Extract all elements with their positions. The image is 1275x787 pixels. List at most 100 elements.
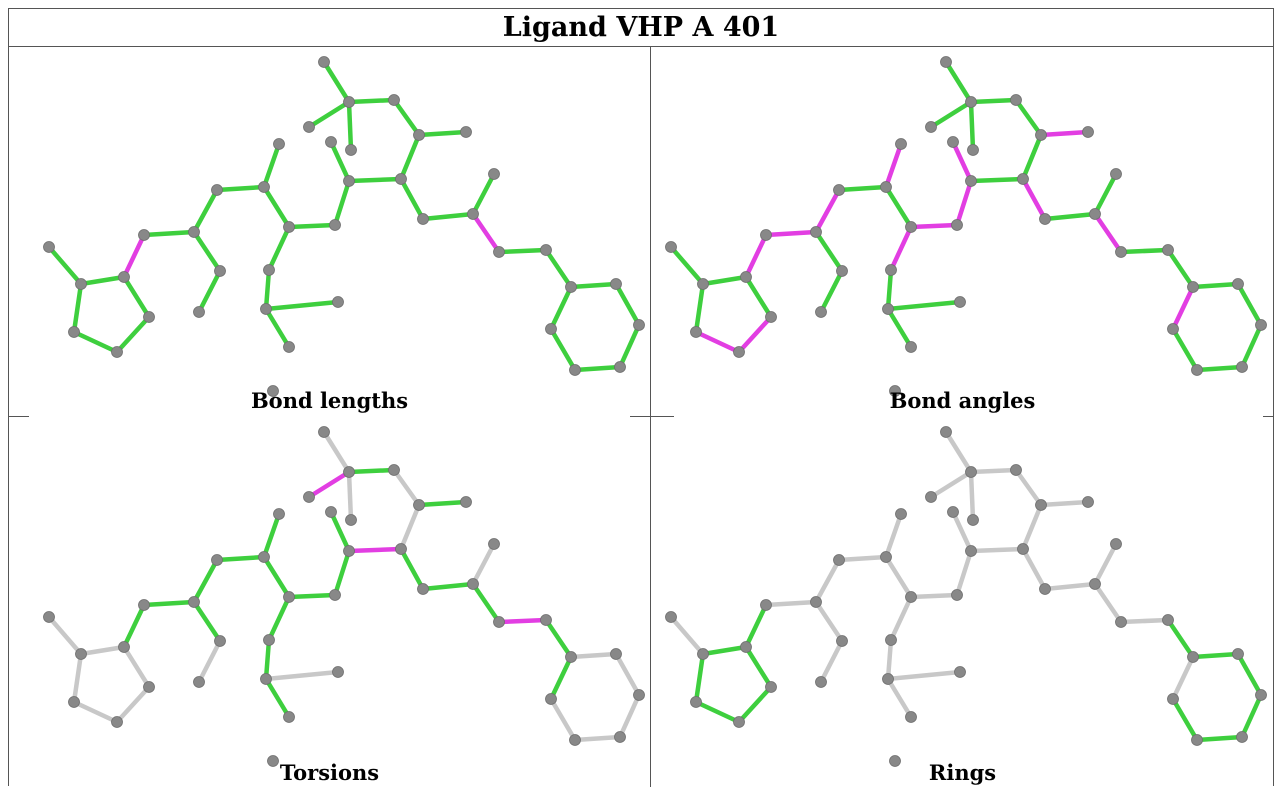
atom xyxy=(614,361,626,373)
bond-normal xyxy=(836,184,889,193)
atom xyxy=(895,508,907,520)
bond-unused xyxy=(121,644,152,690)
atom xyxy=(211,184,223,196)
atom xyxy=(1115,246,1127,258)
atom xyxy=(318,56,330,68)
bond-normal xyxy=(470,581,502,625)
atom xyxy=(1010,94,1022,106)
atom xyxy=(1187,281,1199,293)
bond-normal xyxy=(668,244,706,287)
bond-unused xyxy=(196,638,223,685)
atom xyxy=(345,514,357,526)
atom xyxy=(283,341,295,353)
atom xyxy=(569,734,581,746)
bond-normal xyxy=(78,274,127,287)
atom xyxy=(395,173,407,185)
atom xyxy=(889,755,901,767)
atom xyxy=(905,221,917,233)
atom xyxy=(417,583,429,595)
atom xyxy=(1255,319,1267,331)
bond-normal xyxy=(416,129,469,138)
panel-bond-angles: Bond angles xyxy=(650,47,1275,417)
atom xyxy=(815,306,827,318)
bond-flagged xyxy=(346,546,404,554)
bond-unused xyxy=(470,541,497,587)
bond-unused xyxy=(885,669,963,682)
caption-torsions: Torsions xyxy=(279,760,380,785)
atom xyxy=(273,508,285,520)
bond-unused xyxy=(71,699,120,725)
atom xyxy=(329,219,341,231)
atom xyxy=(665,241,677,253)
bond-normal xyxy=(1235,281,1264,328)
bond-normal xyxy=(543,617,574,660)
bond-normal xyxy=(700,274,749,287)
bond-unused xyxy=(78,644,127,657)
panel-torsions: Torsions xyxy=(9,417,650,787)
bond-normal xyxy=(470,171,497,217)
atom xyxy=(810,226,822,238)
atom xyxy=(267,385,279,397)
bond-normal xyxy=(1020,132,1044,182)
bond-unused xyxy=(968,546,1026,554)
atom xyxy=(467,578,479,590)
bond-normal xyxy=(1194,364,1245,373)
atom xyxy=(940,56,952,68)
bond-normal xyxy=(261,511,282,560)
bond-normal xyxy=(968,99,976,153)
bond-normal xyxy=(420,211,476,222)
bond-normal xyxy=(398,132,422,182)
bond-normal xyxy=(693,651,706,705)
row-divider-left xyxy=(9,416,29,417)
figure-title: Ligand VHP A 401 xyxy=(502,12,780,43)
bond-normal xyxy=(214,554,267,563)
bond-normal xyxy=(398,176,426,222)
atom xyxy=(882,673,894,685)
atom xyxy=(343,545,355,557)
row-divider-center xyxy=(630,416,674,417)
bond-normal xyxy=(263,267,272,312)
atom xyxy=(1039,213,1051,225)
atom xyxy=(303,121,315,133)
atom xyxy=(417,213,429,225)
atom xyxy=(43,611,55,623)
atom xyxy=(1082,496,1094,508)
bond-unused xyxy=(114,684,152,725)
bond-normal xyxy=(885,267,894,312)
bond-unused xyxy=(613,651,642,698)
atom xyxy=(1236,731,1248,743)
bond-normal xyxy=(328,139,352,184)
atom xyxy=(540,244,552,256)
caption-bond-lengths: Bond lengths xyxy=(250,388,409,413)
panel-bond-lengths: Bond lengths xyxy=(9,47,650,417)
bond-unused xyxy=(71,651,84,705)
atom xyxy=(214,635,226,647)
bond-unused xyxy=(813,599,845,644)
atom xyxy=(395,543,407,555)
bond-normal xyxy=(46,244,84,287)
atom xyxy=(325,136,337,148)
row-divider-right xyxy=(1263,416,1274,417)
bond-normal xyxy=(1092,171,1119,217)
molecule-rings xyxy=(665,426,1267,767)
bond-normal xyxy=(548,326,578,373)
atom xyxy=(188,596,200,608)
bond-normal xyxy=(572,364,623,373)
bond-normal xyxy=(548,654,574,702)
atom xyxy=(1039,583,1051,595)
bond-normal xyxy=(1194,734,1245,743)
atom xyxy=(493,246,505,258)
bond-unused xyxy=(836,554,889,563)
atom xyxy=(740,271,752,283)
bond-normal xyxy=(191,557,220,605)
atom xyxy=(545,323,557,335)
atom xyxy=(332,296,344,308)
atom xyxy=(263,264,275,276)
bond-unused xyxy=(968,467,1019,475)
bond-normal xyxy=(1170,326,1200,373)
atom xyxy=(967,144,979,156)
atom xyxy=(1162,244,1174,256)
atom xyxy=(540,614,552,626)
atom xyxy=(690,696,702,708)
bond-normal xyxy=(191,229,223,274)
